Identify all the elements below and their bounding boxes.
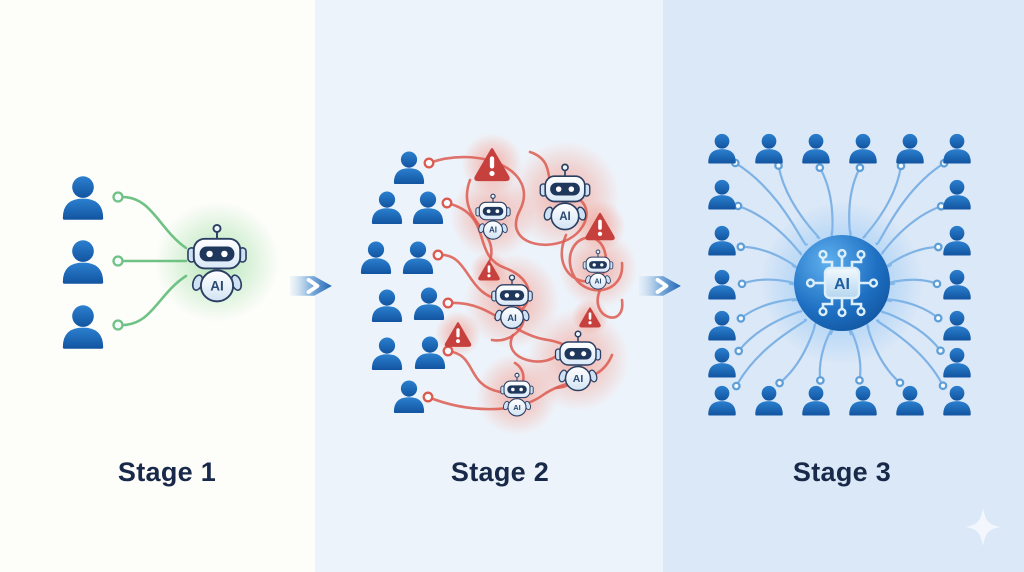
connection-line — [120, 195, 188, 250]
tangled-line — [446, 349, 525, 394]
person-icon — [943, 347, 971, 378]
connector-dot — [736, 314, 746, 323]
connector-dot — [731, 381, 741, 391]
circuit-node — [818, 249, 828, 260]
circuit-node — [837, 307, 847, 318]
connector-dot — [815, 376, 825, 385]
robot-ai-label: AI — [507, 313, 516, 324]
circuit-node — [837, 248, 847, 259]
connector-dot — [936, 346, 945, 356]
circuit-trace — [850, 296, 863, 310]
stage-2-diagram: AI AI AI AI AI AI — [360, 133, 638, 436]
connector-dot — [112, 255, 124, 267]
person-icon — [708, 269, 736, 300]
connector-dot — [895, 378, 905, 388]
person-icon — [943, 225, 971, 256]
person-icon — [393, 151, 425, 185]
person-icon — [943, 269, 971, 300]
person-icon — [62, 176, 104, 220]
stage-3-diagram: AI — [708, 133, 971, 416]
person-icon — [755, 385, 783, 416]
connector-dot — [932, 279, 942, 289]
circuit-trace — [850, 256, 863, 270]
person-icon — [62, 240, 104, 284]
connector-dot — [112, 191, 124, 203]
person-icon — [708, 225, 736, 256]
connector-dot — [423, 157, 435, 169]
person-icon — [393, 380, 425, 414]
person-icon — [413, 287, 445, 321]
connector-dot — [442, 297, 454, 309]
connection-line — [120, 274, 188, 327]
connector-dot — [855, 375, 864, 385]
connector-dot — [422, 391, 434, 403]
circuit-node — [856, 249, 866, 260]
connector-dot — [432, 249, 444, 261]
chip-body — [823, 266, 861, 300]
connector-dot — [896, 161, 906, 171]
person-icon — [360, 241, 392, 275]
connector-dot — [112, 319, 124, 331]
connector-dot — [815, 163, 825, 172]
person-icon — [943, 310, 971, 341]
person-icon — [371, 289, 403, 323]
person-icon — [708, 310, 736, 341]
person-icon — [708, 179, 736, 210]
person-icon — [371, 337, 403, 371]
connector-dot — [775, 378, 784, 388]
stage-2-label: Stage 2 — [450, 457, 550, 487]
person-icon — [943, 179, 971, 210]
stage-arrow-icon — [637, 274, 683, 298]
person-icon — [371, 191, 403, 225]
person-icon — [708, 347, 736, 378]
circuit-trace — [821, 256, 834, 270]
robot-ai-label: AI — [489, 226, 497, 235]
person-icon — [849, 133, 877, 164]
connector-dot — [442, 345, 454, 357]
connector-dot — [737, 279, 747, 289]
circuit-node — [818, 306, 828, 317]
person-icon — [708, 385, 736, 416]
person-icon — [62, 305, 104, 349]
connector-dot — [733, 201, 743, 211]
connector-dot — [855, 163, 865, 173]
person-icon — [943, 385, 971, 416]
tangled-line — [596, 288, 624, 319]
ai-chip-icon: AI — [805, 248, 879, 318]
person-icon — [755, 133, 783, 164]
person-icon — [896, 133, 924, 164]
stage-arrow-icon — [288, 274, 334, 298]
stage-1-diagram: AI — [62, 176, 279, 349]
person-icon — [708, 133, 736, 164]
hub-ai-label: AI — [834, 276, 850, 293]
connector-dot — [441, 197, 453, 209]
circuit-node — [805, 278, 816, 288]
circuit-trace — [821, 296, 834, 310]
person-icon — [849, 385, 877, 416]
person-icon — [802, 385, 830, 416]
robot-ai-label: AI — [573, 373, 584, 385]
robot-ai-label: AI — [210, 278, 224, 293]
person-icon — [402, 241, 434, 275]
connector-dot — [933, 313, 943, 323]
person-icon — [802, 133, 830, 164]
connector-dot — [938, 381, 948, 391]
circuit-node — [856, 306, 866, 317]
person-icon — [943, 133, 971, 164]
connector-dot — [933, 242, 943, 252]
connector-dot — [736, 242, 746, 252]
sparkle-icon — [966, 508, 1000, 546]
tangled-line — [465, 178, 493, 262]
robot-ai-label: AI — [595, 279, 602, 286]
connector-dot — [734, 346, 744, 356]
robot-ai-label: AI — [513, 403, 521, 412]
stage-1-label: Stage 1 — [117, 457, 217, 487]
person-icon — [896, 385, 924, 416]
stage-3-label: Stage 3 — [792, 457, 892, 487]
robot-ai-label: AI — [559, 211, 571, 223]
circuit-node — [868, 278, 879, 288]
person-icon — [412, 191, 444, 225]
